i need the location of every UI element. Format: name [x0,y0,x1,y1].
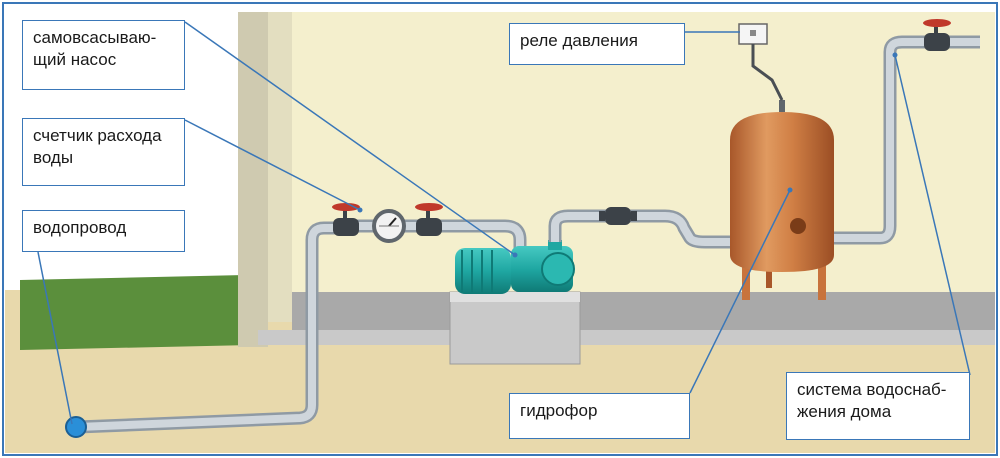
house-system-label: система водоснаб- жения дома [786,372,970,440]
water-meter-gauge-icon [372,209,406,243]
leader-dot [357,207,363,213]
leader-lines [37,21,971,425]
house-pipe [834,38,980,242]
pump-base-top [450,292,580,302]
valve-icon [332,203,360,236]
wall-corner [238,12,268,347]
pressure-tank-icon [730,100,834,300]
pressure-relay-icon [738,23,784,101]
valve-icon [415,203,443,236]
leader-dot [512,252,518,258]
valve-icon [599,207,637,225]
grass [20,275,252,350]
water-supply-label: водопровод [22,210,185,252]
pressure-relay-label: реле давления [509,23,685,65]
hydrophore-label: гидрофор [509,393,690,439]
wall-corner-side [268,12,292,322]
pipe-inlet-icon [65,416,87,438]
floor-slab [292,292,995,330]
supply-pipe [74,224,354,431]
leader-dot [892,52,898,58]
pump-label: самовсасываю- щий насос [22,20,185,90]
floor-edge [258,330,995,345]
pump-outlet-pipe [551,212,738,246]
pump-inlet-pipe [350,222,524,250]
meter-label: счетчик расхода воды [22,118,185,186]
pump-icon [455,240,575,294]
valve-icon [923,19,951,51]
leader-dot [787,187,793,193]
pump-base [449,291,581,365]
